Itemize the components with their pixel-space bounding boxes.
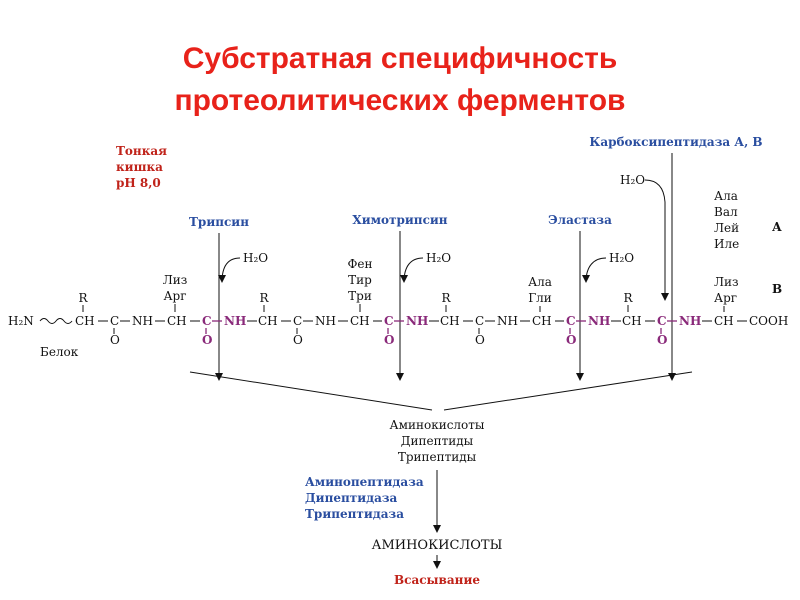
protein-label: Белок [40, 345, 79, 359]
carboxy-a-residue-1: Ала [714, 189, 738, 203]
water-hook-2 [400, 257, 424, 283]
svg-text:O: O [657, 333, 667, 347]
svg-text:NH: NH [406, 314, 428, 328]
absorption-label: Всасывание [394, 573, 480, 587]
water-hook-4 [644, 179, 669, 301]
carboxy-a-residue-4: Иле [714, 237, 739, 251]
water-hook-1 [218, 257, 241, 283]
title-line-1: Субстратная специфичность [182, 42, 618, 75]
water-hook-3 [582, 257, 607, 283]
water-label-1: H₂O [243, 251, 268, 265]
carboxy-b-residue-1: Лиз [714, 275, 739, 289]
svg-text:CH: CH [350, 314, 370, 328]
carboxy-b-residue-2: Арг [714, 291, 737, 305]
location-line-1: Тонкая [116, 144, 167, 158]
svg-text:NH: NH [315, 314, 336, 328]
svg-text:C: C [293, 314, 302, 328]
svg-text:C: C [110, 314, 119, 328]
water-label-2: H₂O [426, 251, 451, 265]
svg-text:CH: CH [440, 314, 460, 328]
svg-text:O: O [475, 333, 485, 347]
water-label-4: H₂O [620, 173, 645, 187]
title-line-2: протеолитических ферментов [174, 84, 626, 117]
svg-text:O: O [384, 333, 394, 347]
chain-cooh: COOH [749, 314, 788, 328]
enzyme-trypsin-label: Трипсин [189, 215, 249, 229]
brush-enzyme-3: Трипептидаза [305, 507, 404, 521]
product-3: Трипептиды [398, 450, 477, 464]
svg-text:C: C [475, 314, 484, 328]
brush-enzyme-2: Дипептидаза [305, 491, 398, 505]
carboxy-a-residue-3: Лей [714, 221, 739, 235]
enzyme-carboxypeptidase-label: Карбоксипептидаза А, В [589, 135, 762, 149]
svg-text:C: C [202, 314, 212, 328]
enzyme-elastase-label: Эластаза [548, 213, 612, 227]
svg-text:NH: NH [497, 314, 518, 328]
product-2: Дипептиды [401, 434, 474, 448]
trypsin-residue-1: Лиз [163, 273, 188, 287]
water-label-3: H₂O [609, 251, 634, 265]
svg-text:C: C [384, 314, 394, 328]
trypsin-residue-2: Арг [163, 289, 186, 303]
peptide-chain: H₂N CH C O NH CH C O NH CH C O NH CH C O… [8, 314, 788, 347]
svg-text:NH: NH [224, 314, 246, 328]
svg-text:O: O [566, 333, 576, 347]
r-group-3: R [441, 291, 451, 305]
final-product: АМИНОКИСЛОТЫ [372, 538, 503, 553]
carboxy-a-label: А [772, 220, 782, 234]
converge-left [189, 371, 433, 411]
r-group-4: R [623, 291, 633, 305]
svg-text:C: C [566, 314, 576, 328]
carboxy-a-residue-2: Вал [714, 205, 738, 219]
svg-text:CH: CH [714, 314, 734, 328]
chymotrypsin-residue-1: Фен [347, 257, 372, 271]
converge-right [443, 371, 693, 411]
location-line-2: кишка [116, 160, 163, 174]
svg-text:O: O [110, 333, 120, 347]
carboxy-b-label: В [772, 282, 782, 296]
svg-text:NH: NH [132, 314, 153, 328]
svg-text:NH: NH [588, 314, 610, 328]
svg-text:CH: CH [258, 314, 278, 328]
svg-text:CH: CH [532, 314, 552, 328]
page-title: Субстратная специфичность протеолитическ… [0, 38, 800, 122]
location-line-3: pH 8,0 [116, 176, 161, 190]
r-group-2: R [259, 291, 269, 305]
elastase-residue-2: Гли [528, 291, 552, 305]
svg-text:CH: CH [75, 314, 95, 328]
svg-text:O: O [202, 333, 212, 347]
enzyme-chymotrypsin-label: Химотрипсин [352, 213, 447, 227]
svg-text:O: O [293, 333, 303, 347]
svg-text:CH: CH [622, 314, 642, 328]
svg-text:CH: CH [167, 314, 187, 328]
chain-h2n: H₂N [8, 314, 34, 328]
chymotrypsin-residue-3: Три [348, 289, 372, 303]
product-1: Аминокислоты [390, 418, 485, 432]
elastase-residue-1: Ала [528, 275, 552, 289]
chymotrypsin-residue-2: Тир [348, 273, 372, 287]
r-group-1: R [78, 291, 88, 305]
svg-text:C: C [657, 314, 667, 328]
svg-text:NH: NH [679, 314, 701, 328]
brush-enzyme-1: Аминопептидаза [305, 475, 424, 489]
